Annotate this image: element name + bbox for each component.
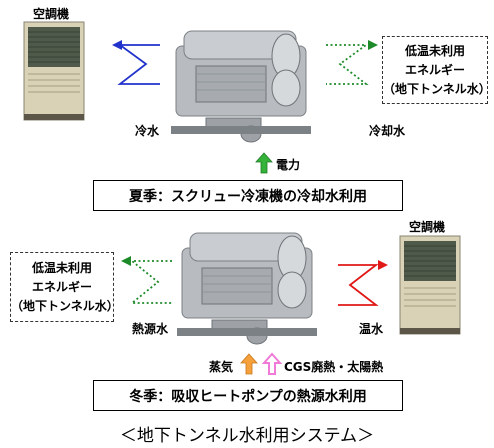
winter-energy-line-1: 低温未利用 xyxy=(31,260,92,275)
summer-energy-line-3: （地下トンネル水） xyxy=(383,81,491,96)
winter-absorption-heat-pump-icon xyxy=(177,232,317,345)
summer-energy-line-2: エネルギー xyxy=(404,62,465,77)
diagram-caption: ＜地下トンネル水利用システム＞ xyxy=(119,426,375,446)
winter-title: 冬季：吸収ヒートポンプの熱源水利用 xyxy=(93,380,403,411)
cgs-up-arrow-icon xyxy=(261,352,283,375)
winter-energy-box: 低温未利用 エネルギー （地下トンネル水） xyxy=(10,252,119,322)
steam-label: 蒸気 xyxy=(209,360,234,374)
power-up-arrow-icon xyxy=(255,152,273,174)
summer-title: 夏季：スクリュー冷凍機の冷却水利用 xyxy=(93,180,403,211)
summer-cooling-water-label: 冷却水 xyxy=(369,124,406,138)
winter-hot-water-arrow xyxy=(338,260,388,306)
cgs-label: CGS廃熱・太陽熱 xyxy=(284,360,384,374)
summer-cold-water-label: 冷水 xyxy=(135,124,160,138)
summer-air-conditioner-icon xyxy=(23,21,85,121)
winter-energy-line-2: エネルギー xyxy=(31,279,92,294)
steam-up-arrow-icon xyxy=(240,353,258,375)
winter-heat-source-water-arrow xyxy=(121,256,172,304)
summer-ac-label: 空調機 xyxy=(33,7,70,21)
winter-energy-line-3: （地下トンネル水） xyxy=(11,298,119,313)
summer-cold-water-arrow xyxy=(112,40,160,85)
winter-heat-source-water-label: 熱源水 xyxy=(132,322,169,336)
winter-hot-water-label: 温水 xyxy=(359,322,384,336)
power-label: 電力 xyxy=(276,158,301,172)
summer-screw-chiller-icon xyxy=(171,30,311,143)
summer-cooling-water-arrow xyxy=(326,40,378,85)
summer-energy-box: 低温未利用 エネルギー （地下トンネル水） xyxy=(382,36,491,104)
summer-energy-line-1: 低温未利用 xyxy=(404,43,465,58)
winter-air-conditioner-icon xyxy=(399,235,461,335)
winter-ac-label: 空調機 xyxy=(409,220,446,234)
